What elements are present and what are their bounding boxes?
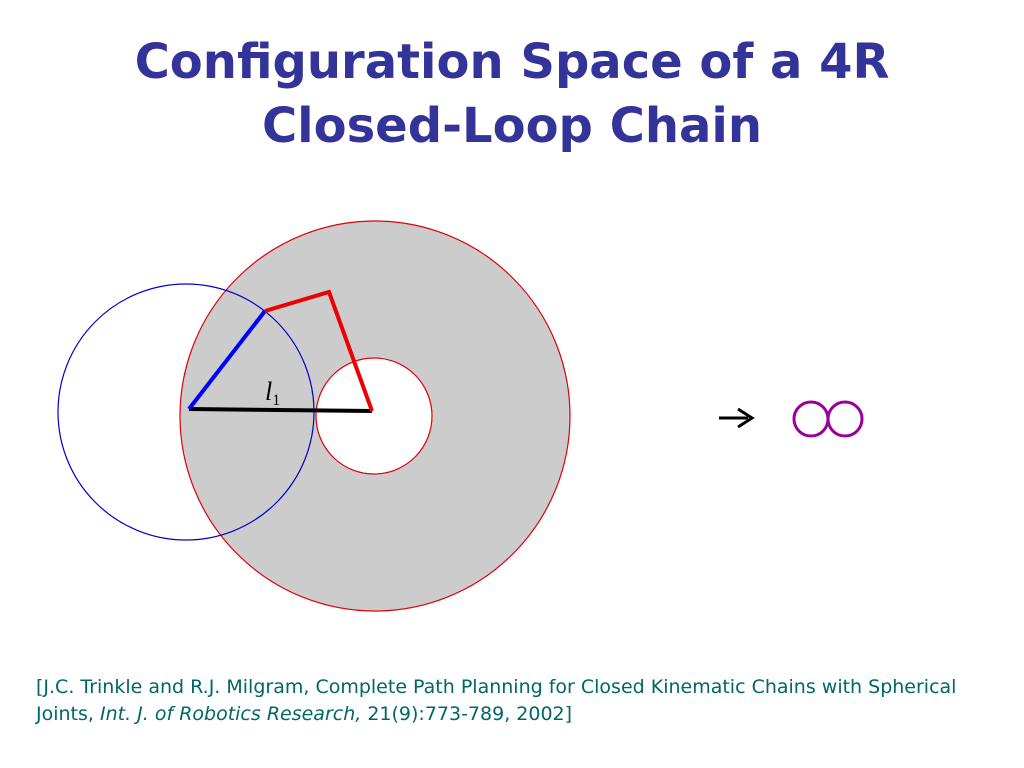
citation-journal: Int. J. of Robotics Research, — [99, 703, 362, 725]
annulus-workspace — [179, 220, 571, 612]
link-label-subscript: 1 — [272, 392, 280, 409]
right-arrow-icon — [719, 407, 755, 429]
citation-authors-title: [J.C. Trinkle and R.J. Milgram, Complete… — [36, 676, 957, 725]
page-title: Configuration Space of a 4R Closed-Loop … — [0, 30, 1024, 158]
link-label-letter: l — [265, 377, 272, 406]
red-links — [264, 289, 374, 412]
ground-link — [188, 407, 373, 413]
figure-eight-icon — [792, 400, 864, 438]
citation: [J.C. Trinkle and R.J. Milgram, Complete… — [36, 674, 996, 728]
blue-link — [187, 309, 267, 411]
title-line-1: Configuration Space of a 4R — [134, 34, 890, 90]
link-label: l1 — [265, 377, 280, 409]
citation-volume-year: 21(9):773-789, 2002] — [361, 703, 573, 725]
title-line-2: Closed-Loop Chain — [261, 98, 763, 154]
